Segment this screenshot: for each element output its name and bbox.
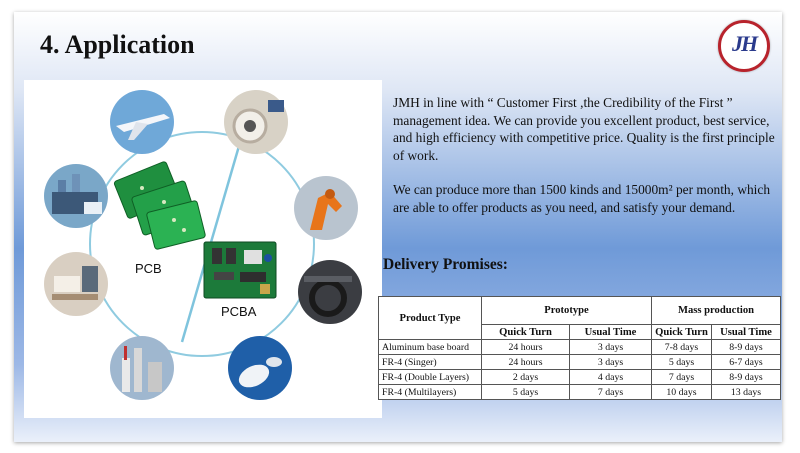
smart-city-icon (44, 164, 108, 228)
table-header-row: Product Type Prototype Mass production (378, 296, 781, 340)
cell-mass-quick: 7-8 days (651, 339, 712, 355)
cell-proto-usual: 7 days (569, 384, 652, 400)
intro-text: JMH in line with “ Customer First ,the C… (393, 94, 779, 233)
diagram-canvas: PCB PCBA (44, 90, 362, 400)
header-usual-time: Usual Time (569, 324, 652, 340)
power-plant-icon (110, 336, 174, 400)
cell-proto-quick: 24 hours (481, 339, 570, 355)
medical-scanner-icon (224, 90, 288, 154)
cell-mass-quick: 10 days (651, 384, 712, 400)
smart-home-icon (44, 252, 108, 316)
center-ring (89, 131, 315, 357)
pcba-image (203, 241, 277, 299)
cell-mass-usual: 6-7 days (711, 354, 781, 370)
airplane-icon (110, 90, 174, 154)
cell-proto-usual: 3 days (569, 354, 652, 370)
header-usual-time: Usual Time (711, 324, 781, 340)
car-dashboard-icon (298, 260, 362, 324)
table-row: Aluminum base board 24 hours 3 days 7-8 … (378, 339, 781, 355)
company-logo: JH (718, 20, 770, 72)
cell-mass-quick: 5 days (651, 354, 712, 370)
delivery-heading: Delivery Promises: (383, 256, 508, 273)
logo-text: JH (731, 31, 758, 56)
intro-paragraph: We can produce more than 1500 kinds and … (393, 182, 771, 215)
slide-title: 4. Application (40, 30, 195, 59)
cell-mass-usual: 8-9 days (711, 369, 781, 385)
pcb-image (113, 161, 206, 250)
cell-proto-quick: 2 days (481, 369, 570, 385)
cell-product-type: FR-4 (Singer) (378, 354, 482, 370)
cell-mass-usual: 13 days (711, 384, 781, 400)
cell-proto-usual: 4 days (569, 369, 652, 385)
table-row: FR-4 (Singer) 24 hours 3 days 5 days 6-7… (378, 354, 781, 370)
header-quick-turn: Quick Turn (481, 324, 570, 340)
cell-mass-quick: 7 days (651, 369, 712, 385)
table-row: FR-4 (Double Layers) 2 days 4 days 7 day… (378, 369, 781, 385)
pcba-label: PCBA (221, 304, 257, 319)
intro-paragraph: JMH in line with “ Customer First ,the C… (393, 95, 775, 163)
delivery-table: Product Type Prototype Mass production Q… (378, 296, 781, 400)
header-mass-production: Mass production (651, 296, 781, 325)
cell-product-type: FR-4 (Multilayers) (378, 384, 482, 400)
cell-proto-usual: 3 days (569, 339, 652, 355)
cell-proto-quick: 5 days (481, 384, 570, 400)
satellite-dish-icon (228, 336, 292, 400)
cell-product-type: Aluminum base board (378, 339, 482, 355)
header-quick-turn: Quick Turn (651, 324, 712, 340)
cell-mass-usual: 8-9 days (711, 339, 781, 355)
slide: 4. Application JH (14, 12, 782, 442)
cell-proto-quick: 24 hours (481, 354, 570, 370)
cell-product-type: FR-4 (Double Layers) (378, 369, 482, 385)
header-prototype: Prototype (481, 296, 652, 325)
table-row: FR-4 (Multilayers) 5 days 7 days 10 days… (378, 384, 781, 400)
robot-arm-icon (294, 176, 358, 240)
application-diagram: PCB PCBA (24, 80, 382, 418)
header-product-type: Product Type (378, 296, 482, 340)
pcb-label: PCB (135, 261, 162, 276)
